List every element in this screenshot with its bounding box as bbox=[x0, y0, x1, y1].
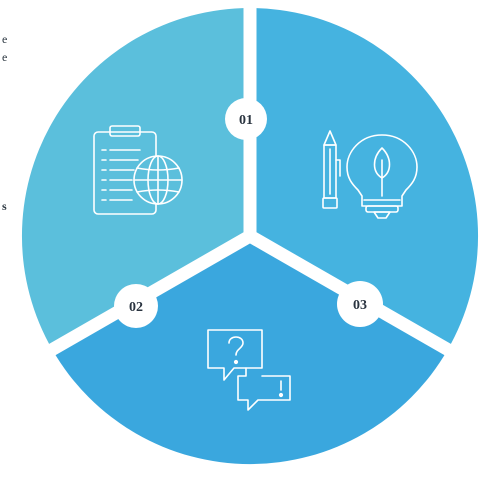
badge-01: 01 bbox=[225, 98, 267, 140]
badge-03: 03 bbox=[337, 281, 383, 327]
badge-03-label: 03 bbox=[353, 298, 367, 313]
badge-02: 02 bbox=[114, 284, 158, 328]
badge-01-label: 01 bbox=[239, 113, 253, 128]
question-exclamation-chat-icon bbox=[207, 329, 291, 411]
left-text-fragment-2: e bbox=[2, 50, 8, 64]
clipboard-globe-icon bbox=[93, 125, 183, 215]
badge-02-label: 02 bbox=[129, 300, 143, 315]
left-text-fragment-3: s bbox=[2, 199, 7, 213]
left-text-fragment-1: e bbox=[2, 32, 8, 46]
pencil-lightbulb-icon bbox=[322, 130, 418, 219]
